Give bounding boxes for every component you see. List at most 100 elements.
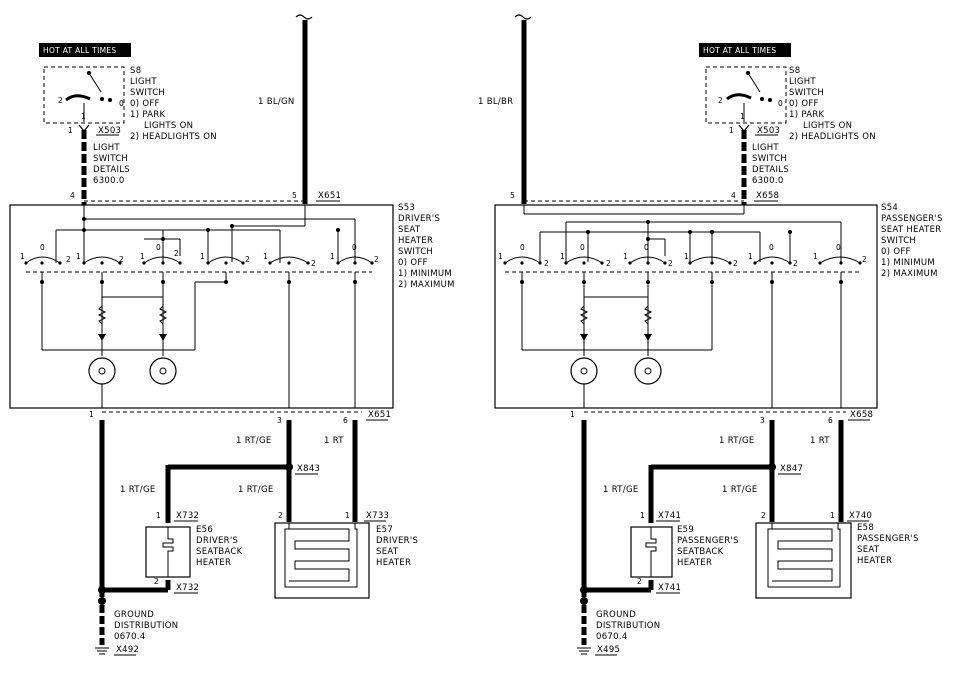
sw-r-label-2b: 2 [606, 259, 611, 268]
splice-x843-dot [285, 463, 293, 471]
back-heater-line-1-r: PASSENGER'S [677, 536, 739, 546]
seat-switch-line-5: 0) OFF [398, 258, 428, 268]
light-switch-box-r [705, 66, 787, 124]
seat-heater-conn-r: X740 [849, 511, 872, 521]
bottom-pin-3: 3 [277, 416, 282, 425]
seat-heater-line-2-r: SEAT [857, 545, 880, 555]
bus-pin-5-r: 5 [510, 191, 515, 200]
ground-icon [95, 647, 109, 655]
sw-r-label-2a: 2 [544, 259, 549, 268]
seat-heater-id: E57 [376, 525, 393, 535]
light-switch-line-5-r: LIGHTS ON [803, 121, 852, 131]
light-switch-line-2: SWITCH [130, 88, 165, 98]
back-heater-pin-1: 1 [156, 511, 161, 520]
sw-r-label-1b: 1 [560, 252, 565, 261]
ground-conn: X492 [116, 645, 139, 655]
wire-label-rt-ge-b-r: 1 RT/GE [603, 485, 639, 495]
light-switch-pos-2-r: 2 [718, 96, 723, 105]
connector-x503: X503 [98, 126, 121, 136]
light-switch-details-3-r: DETAILS [752, 165, 789, 175]
seat-heater-id-r: E58 [857, 523, 874, 533]
seat-switch-line-1-r: PASSENGER'S [881, 214, 943, 224]
light-switch-details-1-r: LIGHT [752, 143, 779, 153]
back-heater-line-2-r: SEATBACK [677, 547, 724, 557]
sw-r-label-1d: 1 [684, 252, 689, 261]
light-switch-details-4: 6300.0 [93, 176, 125, 186]
sw-r-label-1a: 1 [498, 252, 503, 261]
seat-heater-pin-1-r: 1 [830, 511, 835, 520]
feed-wire-label-r: 1 BL/BR [478, 97, 513, 107]
back-heater-line-2: SEATBACK [196, 547, 243, 557]
sw-r-label-0f: 0 [836, 243, 841, 252]
seat-switch-id-r: S54 [881, 203, 898, 213]
seat-heater-line-1: DRIVER'S [376, 536, 418, 546]
indicator-lamp-1 [88, 357, 116, 385]
driver-seat-heater-circuit: HOT AT ALL TIMES 1 2 0 S8 LIGHT SWITCH 0… [9, 14, 454, 656]
back-heater-line-1: DRIVER'S [196, 536, 238, 546]
passenger-seat-switch-box [494, 204, 878, 409]
wire-label-rt-ge-b: 1 RT/GE [120, 485, 156, 495]
ground-line-3: 0670.4 [114, 632, 146, 642]
sw-label-1e: 1 [263, 252, 268, 261]
light-switch-details-3: DETAILS [93, 165, 130, 175]
wire-label-rt-r: 1 RT [810, 436, 830, 446]
light-switch-pos-0: 0 [119, 99, 124, 108]
light-switch-line-6-r: 2) HEADLIGHTS ON [789, 132, 876, 142]
connector-x503-r: X503 [757, 126, 780, 136]
bottom-pin-6: 6 [343, 416, 348, 425]
back-heater-conn-bottom-r: X741 [658, 583, 681, 593]
seat-heater-pin-1: 1 [345, 511, 350, 520]
seat-switch-line-6: 1) MINIMUM [398, 269, 452, 279]
ground-line-1-r: GROUND [596, 610, 636, 620]
bottom-pin-1: 1 [89, 410, 94, 419]
light-switch-box [43, 66, 125, 124]
sw-label-2d: 2 [245, 255, 250, 264]
bottom-connector-x658: X658 [850, 410, 873, 420]
sw-label-0f: 0 [352, 243, 357, 252]
hot-at-all-times-badge-r [699, 43, 791, 57]
light-switch-line-5: LIGHTS ON [144, 121, 193, 131]
indicator-lamp-2-r [634, 357, 662, 385]
bus-connector-x651: X651 [318, 191, 341, 201]
wire-label-rt-ge-c: 1 RT/GE [238, 485, 274, 495]
sw-r-label-0c: 0 [644, 243, 649, 252]
light-switch-line-6: 2) HEADLIGHTS ON [130, 132, 217, 142]
passenger-seat-heater-circuit: HOT AT ALL TIMES 1 2 0 S8 LIGHT SWITCH 0… [478, 14, 943, 656]
back-heater-line-3: HEATER [196, 558, 231, 568]
splice-x847: X847 [780, 464, 803, 474]
light-switch-details-2: SWITCH [93, 154, 128, 164]
light-switch-pos-1: 1 [81, 112, 86, 121]
sw-label-1: 1 [20, 252, 25, 261]
driver-seat-switch-box [9, 204, 394, 409]
light-switch-line-2-r: SWITCH [789, 88, 824, 98]
wire-label-rt-ge-a: 1 RT/GE [236, 436, 272, 446]
back-heater-pin-2: 2 [154, 577, 159, 586]
hot-at-all-times-label: HOT AT ALL TIMES [43, 46, 116, 55]
bottom-pin-6-r: 6 [828, 416, 833, 425]
light-switch-details-4-r: 6300.0 [752, 176, 784, 186]
ground-line-3-r: 0670.4 [596, 632, 628, 642]
wire-label-rt: 1 RT [324, 436, 344, 446]
hot-at-all-times-label-r: HOT AT ALL TIMES [703, 46, 776, 55]
light-switch-output-pin-r: 1 [729, 126, 734, 135]
sw-r-label-1f: 1 [813, 252, 818, 261]
back-heater-line-3-r: HEATER [677, 558, 712, 568]
sw-label-1c: 1 [140, 252, 145, 261]
back-heater-pin-1-r: 1 [640, 511, 645, 520]
seat-heater-pin-2-r: 2 [761, 511, 766, 520]
ground-conn-r: X495 [597, 645, 620, 655]
sw-label-2e: 2 [311, 259, 316, 268]
bus-connector-x658: X658 [756, 191, 779, 201]
switch-contacts-row: 1 0 2 1 2 1 0 2 1 2 1 2 1 0 2 [20, 243, 379, 268]
feed-wire-label: 1 BL/GN [258, 97, 295, 107]
sw-label-2c: 2 [174, 249, 179, 258]
back-heater-conn-top-r: X741 [658, 511, 681, 521]
light-switch-pos-0-r: 0 [778, 99, 783, 108]
indicator-lamp-1-r [570, 357, 598, 385]
wire-label-rt-ge-c-r: 1 RT/GE [722, 485, 758, 495]
light-switch-output-pin: 1 [68, 126, 73, 135]
light-switch-details-2-r: SWITCH [752, 154, 787, 164]
light-switch-pos-1-r: 1 [740, 112, 745, 121]
bus-pin-4-r: 4 [731, 191, 736, 200]
